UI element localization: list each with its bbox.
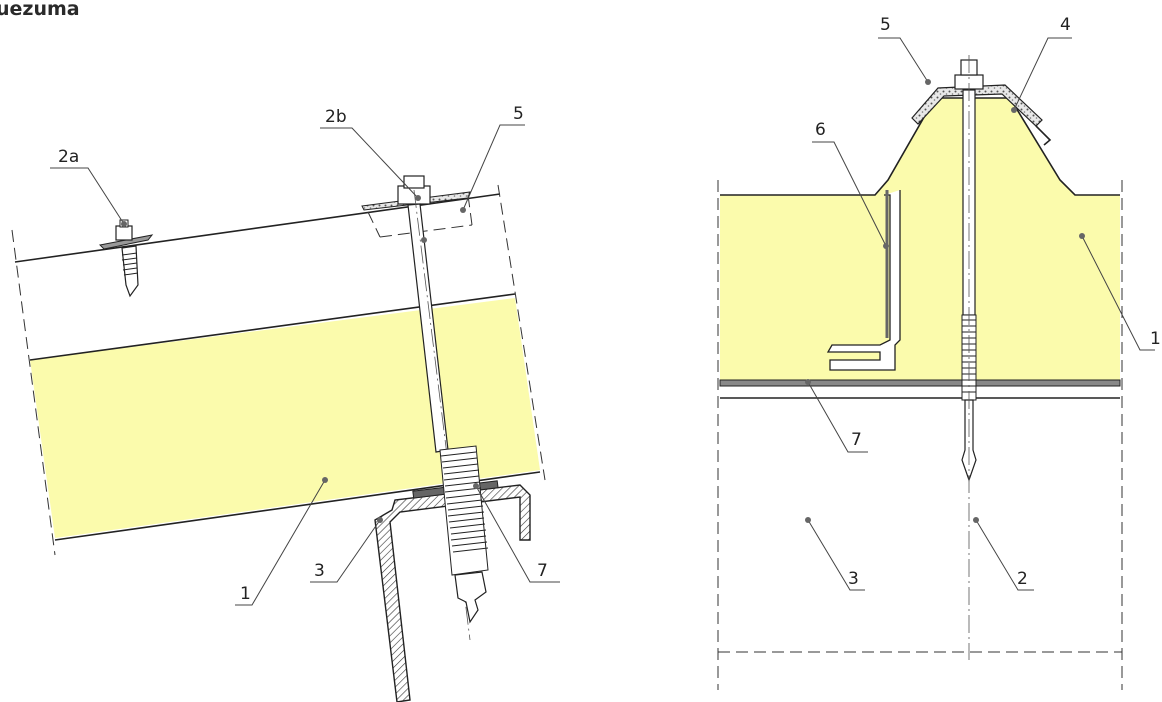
- label-1: 1: [240, 584, 251, 604]
- label-r3: 3: [848, 569, 859, 589]
- leader-r2: [975, 519, 1034, 591]
- page-title: uezuma: [0, 0, 80, 20]
- purlin-profile: [374, 484, 531, 702]
- screw-2b: [361, 175, 489, 641]
- washer-outline: [367, 211, 381, 238]
- leader-r4: [1013, 37, 1072, 111]
- left-middle-line: [29, 293, 516, 361]
- leader-r7: [807, 381, 868, 453]
- leader-5: [462, 124, 525, 211]
- leader-1: [235, 479, 326, 606]
- joint-lock: [826, 190, 901, 371]
- ridge-cap-edge: [1035, 125, 1052, 146]
- label-5: 5: [513, 104, 524, 124]
- screw-2a: [98, 219, 154, 298]
- label-r7: 7: [851, 430, 862, 450]
- label-2b: 2b: [325, 107, 347, 127]
- leader-2b: [320, 127, 419, 199]
- leader-7: [475, 485, 560, 583]
- label-r5: 5: [880, 15, 891, 35]
- label-r2: 2: [1017, 569, 1028, 589]
- label-r6: 6: [815, 120, 826, 140]
- screw-2: [954, 55, 984, 660]
- right-insulation-core: [720, 98, 1120, 382]
- leader-3: [310, 519, 381, 583]
- liner-strip: [719, 379, 1121, 387]
- label-7: 7: [537, 561, 548, 581]
- label-r1: 1: [1150, 329, 1161, 349]
- leader-r6: [812, 141, 887, 247]
- leader-2a: [50, 167, 125, 225]
- leader-r5: [878, 37, 929, 83]
- label-3: 3: [314, 561, 325, 581]
- left-insulation-core: [30, 298, 540, 538]
- left-break-line-b: [497, 184, 546, 481]
- right-detail: 5 4 6 1 7 3 2: [717, 15, 1161, 690]
- leader-r3: [807, 519, 865, 591]
- label-r4: 4: [1060, 15, 1071, 35]
- left-detail: 2a 2b 5 1 3 7: [11, 104, 560, 702]
- leader-r1: [1081, 235, 1155, 351]
- label-2a: 2a: [58, 147, 79, 167]
- left-break-line-a: [11, 229, 56, 556]
